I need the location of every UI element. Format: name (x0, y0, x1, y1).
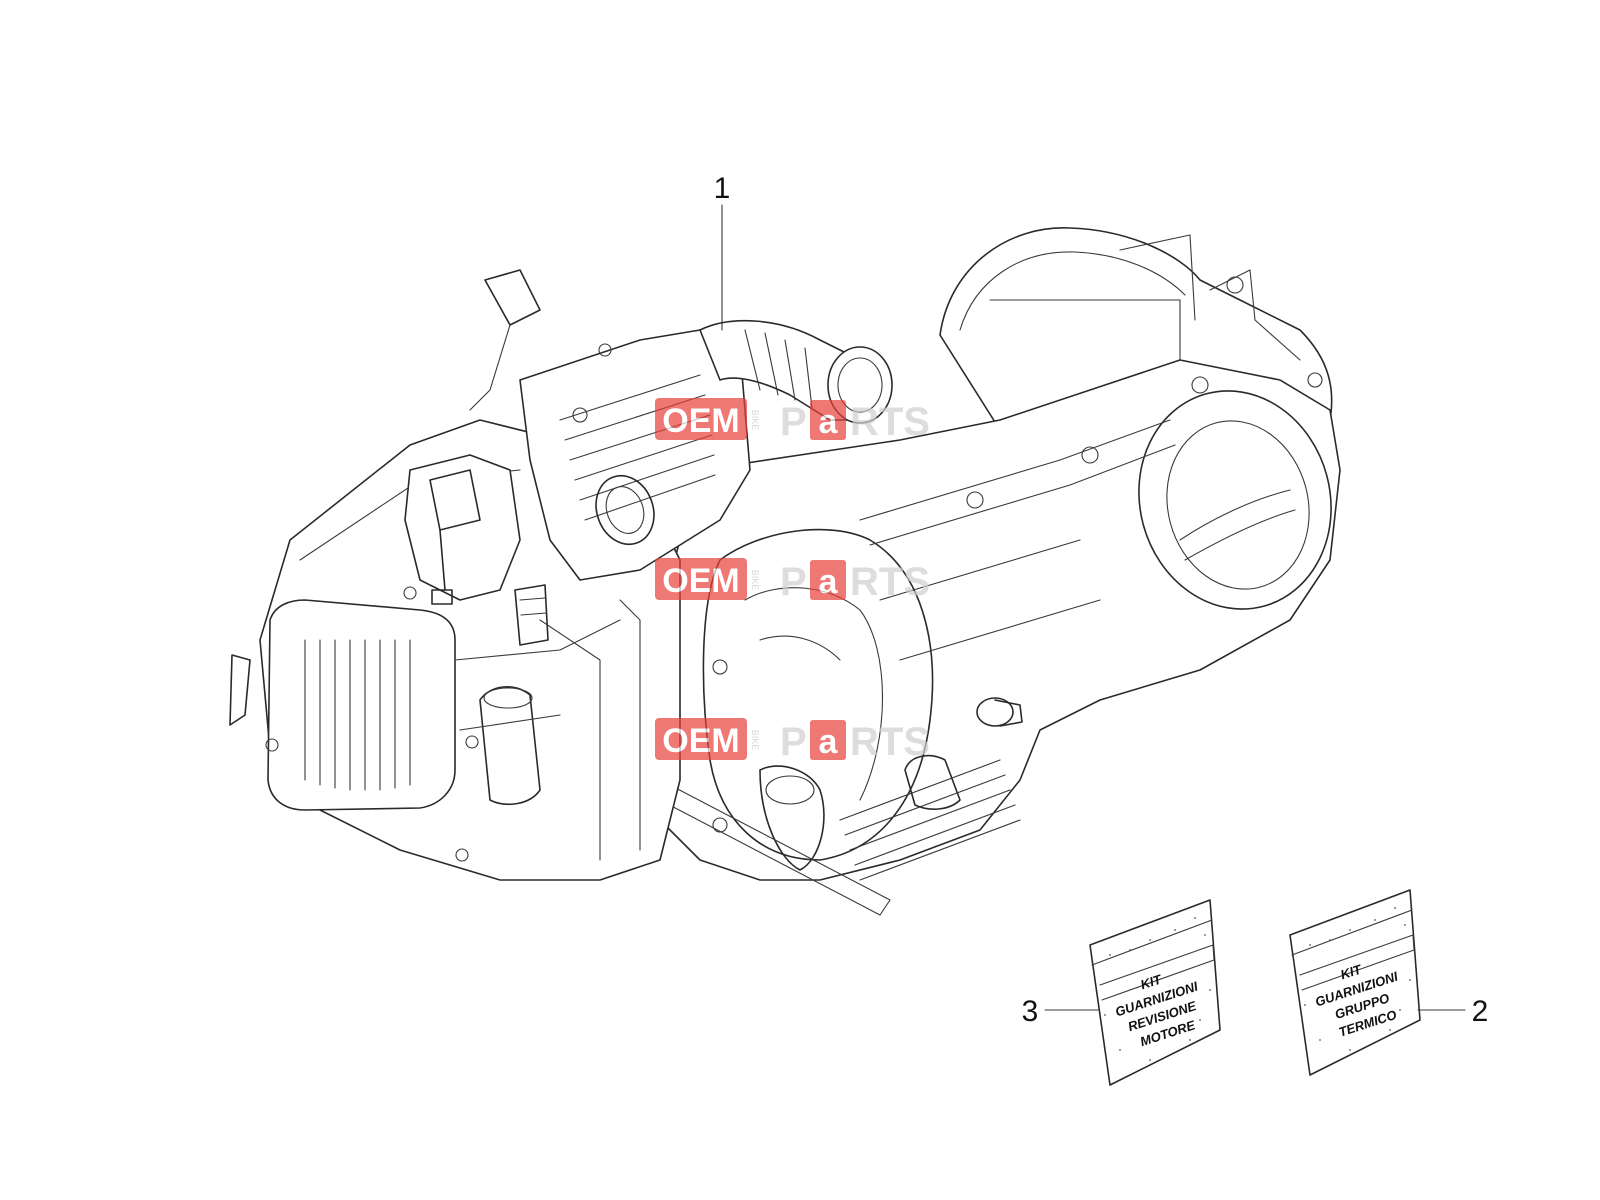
watermark-a-text: a (819, 403, 839, 441)
watermark-bike-text: BIKE (750, 410, 760, 431)
bag-2-speckle (1304, 907, 1411, 1051)
watermark-parts-p: P (780, 560, 807, 604)
watermark-parts-rts: RTS (850, 720, 930, 764)
callout-1[interactable]: 1 (714, 172, 731, 205)
watermark-oem-badge (655, 718, 747, 760)
watermark-parts-rts: RTS (850, 400, 930, 444)
bag-3-speckle (1104, 917, 1211, 1061)
watermark-3: OEM BIKE P a RTS (655, 718, 930, 764)
callout-2[interactable]: 2 (1472, 995, 1489, 1028)
watermark-parts-p: P (780, 400, 807, 444)
gasket-kit-bag-3[interactable]: KIT GUARNIZIONI REVISIONE MOTORE (1044, 899, 1221, 1086)
watermark-parts-rts: RTS (850, 560, 930, 604)
watermark-a-badge (810, 560, 846, 600)
watermark-oem-text: OEM (662, 562, 739, 600)
callout-3[interactable]: 3 (1022, 995, 1039, 1028)
watermark-2: OEM BIKE P a RTS (655, 558, 930, 604)
watermark-a-text: a (819, 723, 839, 761)
watermark-oem-text: OEM (662, 402, 739, 440)
watermark-a-badge (810, 400, 846, 440)
watermark-1: OEM BIKE P a RTS (655, 398, 930, 444)
watermark-bike-text: BIKE (750, 570, 760, 591)
watermark-oem-badge (655, 558, 747, 600)
watermark-a-badge (810, 720, 846, 760)
bag-2-line-1: KIT (1339, 961, 1365, 982)
watermark-parts-p: P (780, 720, 807, 764)
watermark-a-text: a (819, 563, 839, 601)
cooling-fins (304, 639, 411, 791)
gasket-kit-bag-2[interactable]: KIT GUARNIZIONI GRUPPO TERMICO (1289, 889, 1466, 1076)
watermark-oem-badge (655, 398, 747, 440)
bag-3-line-1: KIT (1139, 971, 1165, 992)
watermark-bike-text: BIKE (750, 730, 760, 751)
watermark-oem-text: OEM (662, 722, 739, 760)
